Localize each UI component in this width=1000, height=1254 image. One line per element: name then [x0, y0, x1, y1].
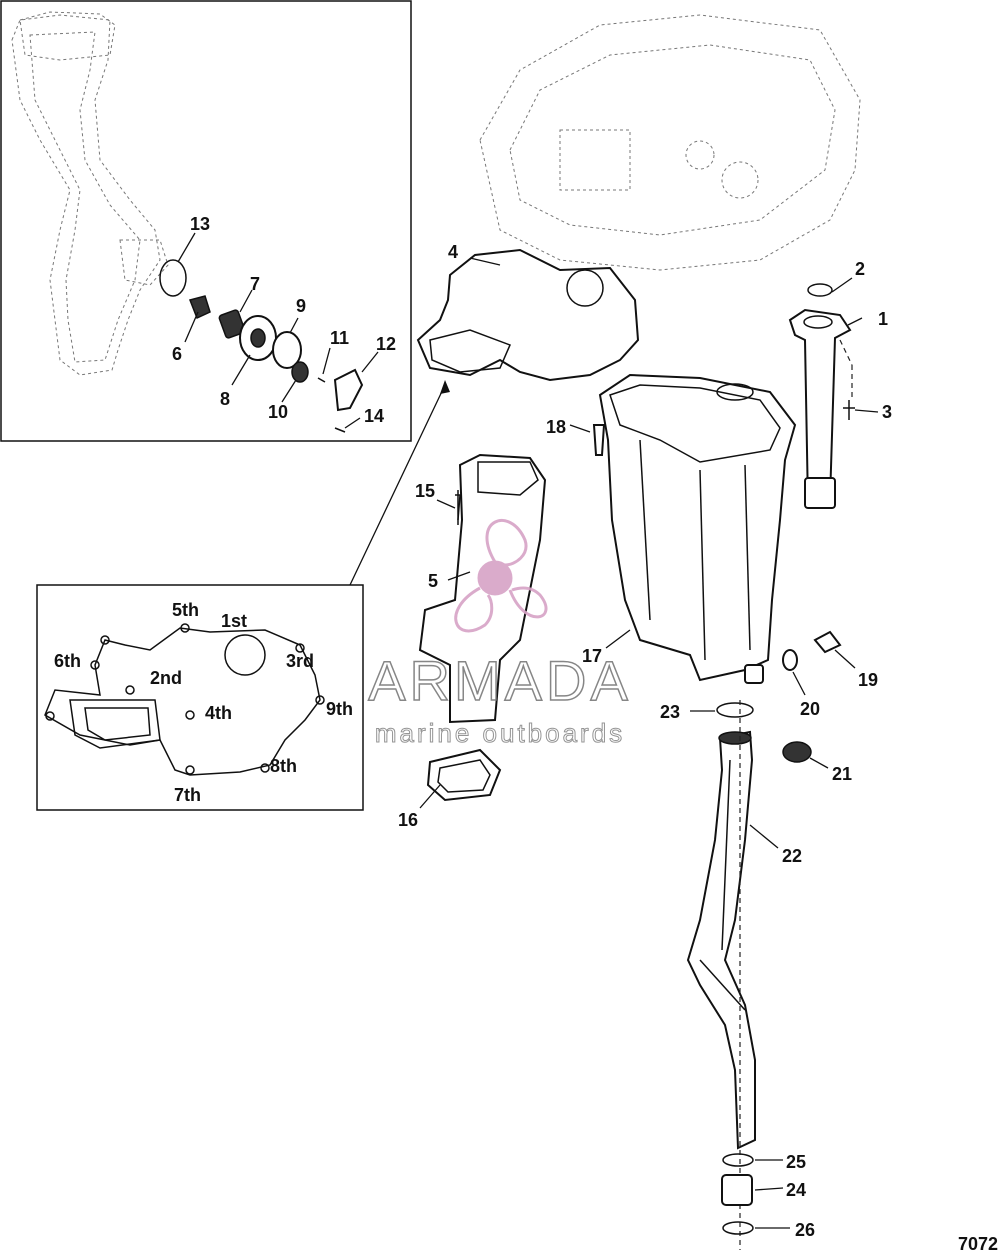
- callout-18: 18: [546, 417, 566, 437]
- torque-6th: 6th: [54, 651, 81, 671]
- torque-9th: 9th: [326, 699, 353, 719]
- callout-24: 24: [786, 1180, 806, 1200]
- pickup-tube-22: [686, 730, 756, 1150]
- fitting-24: [721, 1174, 753, 1206]
- callout-22: 22: [782, 846, 802, 866]
- watermark-brand: ARMADA: [368, 649, 632, 712]
- plug-19: [813, 630, 842, 654]
- callout-10: 10: [268, 402, 288, 422]
- callout-1: 1: [878, 309, 888, 329]
- torque-5th: 5th: [172, 600, 199, 620]
- callout-23: 23: [660, 702, 680, 722]
- armada-watermark: ARMADA marine outboards: [367, 519, 632, 749]
- torque-8th: 8th: [270, 756, 297, 776]
- callout-2: 2: [855, 259, 865, 279]
- torque-sequence-inset: [36, 584, 364, 811]
- propeller-logo: [454, 519, 548, 633]
- oil-pan-17: [598, 373, 797, 684]
- callout-26: 26: [795, 1220, 815, 1240]
- torque-1st: 1st: [221, 611, 247, 631]
- seal-16: [426, 748, 502, 802]
- callout-7: 7: [250, 274, 260, 294]
- oring-25: [722, 1153, 754, 1167]
- adapter-plate-ghost: [479, 14, 861, 271]
- watermark-tagline: marine outboards: [375, 718, 625, 748]
- callout-12: 12: [376, 334, 396, 354]
- callout-leaders: [177, 232, 879, 1229]
- torque-7th: 7th: [174, 785, 201, 805]
- washer-20: [782, 649, 798, 671]
- gasket-torque-diagram: [44, 623, 325, 776]
- figure-number: 7072: [958, 1234, 998, 1254]
- torque-sequence-labels: 1st 2nd 3rd 4th 5th 6th 7th 8th 9th: [54, 600, 353, 805]
- exhaust-tube-ghost: [11, 11, 169, 376]
- callout-4: 4: [448, 242, 458, 262]
- callout-numbers: 1 2 3 4 5 6 7 8 9 10 11 12 13 14 15 16 1…: [172, 214, 892, 1240]
- bolt-18: [592, 424, 606, 456]
- water-pump-parts: [159, 259, 364, 433]
- callout-25: 25: [786, 1152, 806, 1172]
- callout-5: 5: [428, 571, 438, 591]
- torque-2nd: 2nd: [150, 668, 182, 688]
- callout-21: 21: [832, 764, 852, 784]
- torque-4th: 4th: [205, 703, 232, 723]
- callout-3: 3: [882, 402, 892, 422]
- callout-17: 17: [582, 646, 602, 666]
- detail-inset-frame: [0, 0, 412, 442]
- tube-1: [788, 283, 855, 509]
- callout-14: 14: [364, 406, 384, 426]
- callout-11: 11: [330, 328, 349, 348]
- callout-6: 6: [172, 344, 182, 364]
- callout-16: 16: [398, 810, 418, 830]
- gasket-4: [416, 248, 640, 382]
- callout-9: 9: [296, 296, 306, 316]
- callout-8: 8: [220, 389, 230, 409]
- callout-19: 19: [858, 670, 878, 690]
- oring-26: [722, 1221, 754, 1235]
- callout-13: 13: [190, 214, 210, 234]
- seal-21: [782, 741, 812, 763]
- callout-15: 15: [415, 481, 435, 501]
- torque-3rd: 3rd: [286, 651, 314, 671]
- callout-20: 20: [800, 699, 820, 719]
- oring-23: [716, 702, 754, 718]
